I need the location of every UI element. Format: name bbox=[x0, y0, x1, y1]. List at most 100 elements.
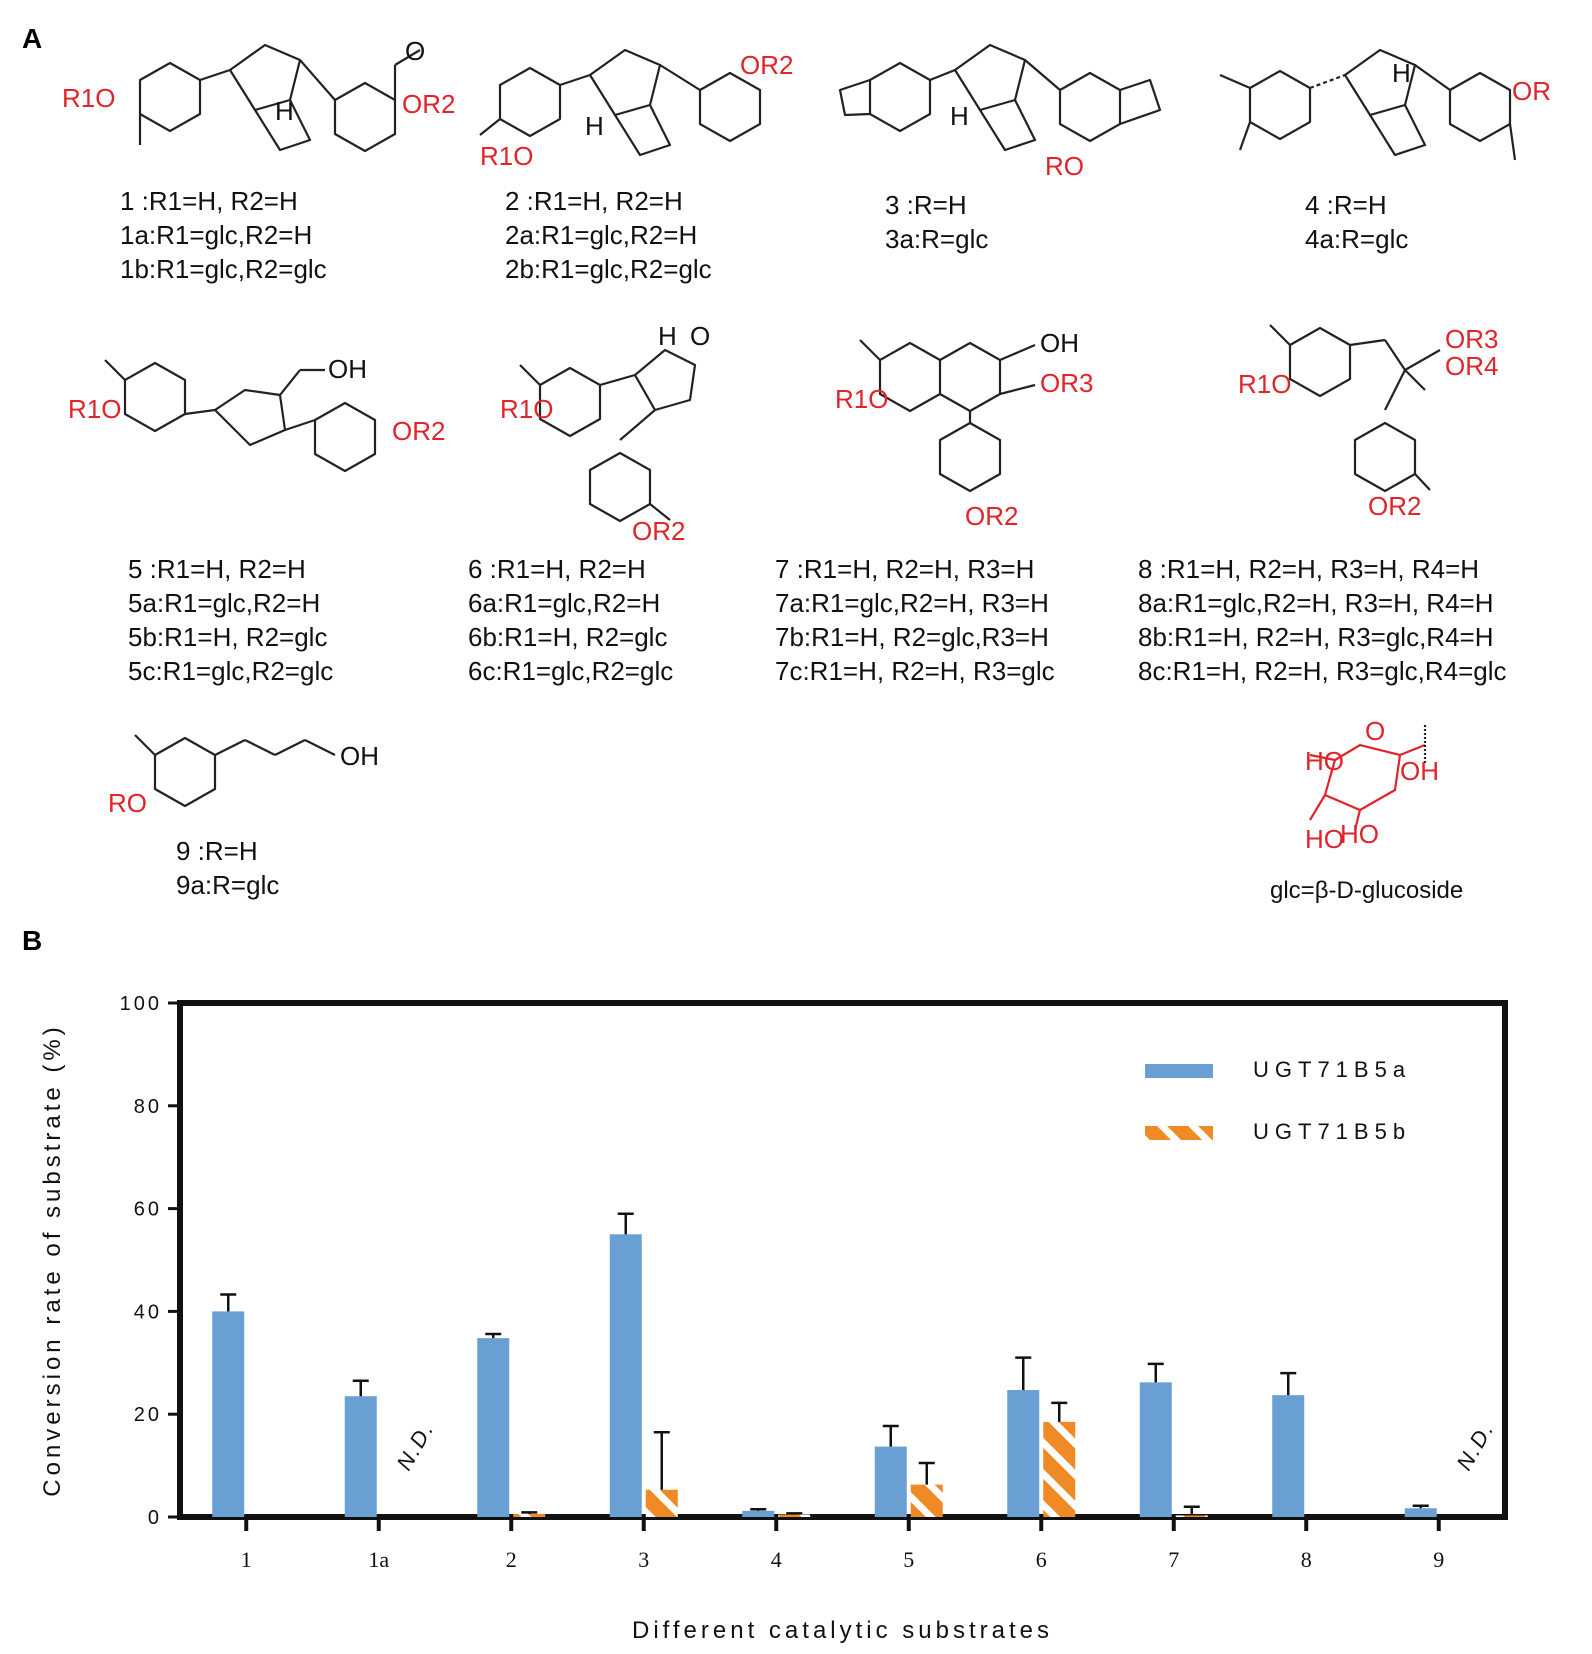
sub-label-r1o: R1O bbox=[68, 394, 121, 424]
panel-label-b: B bbox=[22, 925, 42, 956]
structure-1-caption-3: 1b:R1=glc,R2=glc bbox=[120, 254, 327, 284]
nd-annotation: N.D. bbox=[1451, 1417, 1499, 1475]
structure-5-caption-2: 5a:R1=glc,R2=H bbox=[128, 588, 320, 618]
sub-label-oh: OH bbox=[328, 354, 367, 384]
sub-label-or2: OR2 bbox=[392, 416, 445, 446]
structure-5-caption-4: 5c:R1=glc,R2=glc bbox=[128, 656, 333, 686]
bar-ugt71b5a bbox=[1404, 1508, 1437, 1517]
x-tick-label: 8 bbox=[1301, 1547, 1312, 1572]
structure-1-caption-1: 1 :R1=H, R2=H bbox=[120, 186, 298, 216]
structure-8-caption-1: 8 :R1=H, R2=H, R3=H, R4=H bbox=[1138, 554, 1479, 584]
bar-ugt71b5a bbox=[742, 1510, 775, 1517]
structure-8: R1O OR2 OR3 OR4 bbox=[1238, 324, 1498, 521]
sub-label-or2: OR2 bbox=[1368, 491, 1421, 521]
bar-ugt71b5b bbox=[1175, 1515, 1208, 1517]
bar-ugt71b5b bbox=[910, 1484, 943, 1517]
structure-2-caption-1: 2 :R1=H, R2=H bbox=[505, 186, 683, 216]
x-tick-label: 7 bbox=[1168, 1547, 1179, 1572]
structure-6: O R1O OR2 H bbox=[500, 321, 710, 546]
sub-label-or: OR bbox=[1512, 76, 1551, 106]
y-tick-label: 60 bbox=[134, 1199, 162, 1221]
x-axis-title: Different catalytic substrates bbox=[632, 1617, 1053, 1644]
structure-3-caption-1: 3 :R=H bbox=[885, 190, 967, 220]
structure-5: R1O OR2 OH bbox=[68, 354, 445, 473]
glc-ho-label-2: HO bbox=[1305, 824, 1344, 854]
structure-9-caption-2: 9a:R=glc bbox=[176, 870, 279, 900]
sub-label-oh: OH bbox=[340, 741, 379, 771]
h-label: H bbox=[585, 111, 604, 141]
sub-label-or3: OR3 bbox=[1040, 368, 1093, 398]
h-label: H bbox=[950, 101, 969, 131]
sub-label-r1o: R1O bbox=[500, 394, 553, 424]
sub-label-or2: OR2 bbox=[740, 50, 793, 80]
glucoside-structure: O HO OH HO HO bbox=[1305, 716, 1439, 854]
structure-4-caption-2: 4a:R=glc bbox=[1305, 224, 1408, 254]
structure-9: OH RO bbox=[108, 734, 379, 818]
glc-o-label: O bbox=[1365, 716, 1385, 746]
bar-ugt71b5a bbox=[874, 1446, 907, 1517]
structure-3: RO H bbox=[838, 43, 1162, 181]
sub-label-r1o: R1O bbox=[835, 384, 888, 414]
structure-4: OR H bbox=[1219, 48, 1551, 161]
structure-7-caption-1: 7 :R1=H, R2=H, R3=H bbox=[775, 554, 1034, 584]
sub-label-or3: OR3 bbox=[1445, 324, 1498, 354]
sub-label-h: H bbox=[658, 321, 677, 351]
x-tick-label: 2 bbox=[506, 1547, 517, 1572]
y-tick-label: 80 bbox=[134, 1096, 162, 1118]
structure-7: R1O OR2 OR3 OH bbox=[835, 328, 1093, 531]
x-tick-label: 1a bbox=[368, 1547, 389, 1572]
sub-label-or2: OR2 bbox=[965, 501, 1018, 531]
bar-ugt71b5a bbox=[1007, 1390, 1040, 1517]
structure-1-caption-2: 1a:R1=glc,R2=H bbox=[120, 220, 312, 250]
structure-3-caption-2: 3a:R=glc bbox=[885, 224, 988, 254]
structure-1: O R1O OR2 H bbox=[62, 36, 455, 153]
structure-2-caption-2: 2a:R1=glc,R2=H bbox=[505, 220, 697, 250]
x-tick-label: 6 bbox=[1036, 1547, 1047, 1572]
glucoside-caption: glc=β-D-glucoside bbox=[1270, 877, 1463, 904]
structure-8-caption-4: 8c:R1=H, R2=H, R3=glc,R4=glc bbox=[1138, 656, 1507, 686]
structure-5-caption-3: 5b:R1=H, R2=glc bbox=[128, 622, 327, 652]
structure-7-caption-2: 7a:R1=glc,R2=H, R3=H bbox=[775, 588, 1049, 618]
x-tick-label: 5 bbox=[903, 1547, 914, 1572]
x-tick-label: 4 bbox=[771, 1547, 782, 1572]
bar-ugt71b5a bbox=[212, 1311, 245, 1517]
structure-7-caption-4: 7c:R1=H, R2=H, R3=glc bbox=[775, 656, 1055, 686]
y-axis-title: Conversion rate of substrate (%) bbox=[39, 1023, 66, 1496]
structure-7-caption-3: 7b:R1=H, R2=glc,R3=H bbox=[775, 622, 1049, 652]
sub-label-ro: RO bbox=[108, 788, 147, 818]
structure-9-caption-1: 9 :R=H bbox=[176, 836, 258, 866]
sub-label-r1o: R1O bbox=[62, 83, 115, 113]
bar-ugt71b5a bbox=[344, 1396, 377, 1517]
sub-label-ro: RO bbox=[1045, 151, 1084, 181]
bar-ugt71b5a bbox=[1139, 1382, 1172, 1517]
y-tick-label: 40 bbox=[134, 1301, 162, 1323]
structure-6-caption-3: 6b:R1=H, R2=glc bbox=[468, 622, 667, 652]
bar-ugt71b5b bbox=[645, 1489, 678, 1517]
nd-annotation: N.D. bbox=[391, 1417, 439, 1475]
structure-5-caption-1: 5 :R1=H, R2=H bbox=[128, 554, 306, 584]
x-tick-label: 9 bbox=[1433, 1547, 1444, 1572]
structure-4-caption-1: 4 :R=H bbox=[1305, 190, 1387, 220]
legend-label-ugt71b5a: UGT71B5a bbox=[1253, 1057, 1411, 1082]
bar-ugt71b5b bbox=[1043, 1421, 1076, 1517]
glc-ho-label-3: HO bbox=[1340, 819, 1379, 849]
structure-8-caption-2: 8a:R1=glc,R2=H, R3=H, R4=H bbox=[1138, 588, 1494, 618]
sub-label-r1o: R1O bbox=[1238, 369, 1291, 399]
x-tick-label: 1 bbox=[241, 1547, 252, 1572]
structure-6-caption-4: 6c:R1=glc,R2=glc bbox=[468, 656, 673, 686]
legend-swatch-ugt71b5a bbox=[1145, 1064, 1213, 1078]
sub-label-oh: OH bbox=[1040, 328, 1079, 358]
structure-8-caption-3: 8b:R1=H, R2=H, R3=glc,R4=H bbox=[1138, 622, 1494, 652]
bar-ugt71b5b bbox=[513, 1513, 546, 1517]
sub-label-o: O bbox=[690, 321, 710, 351]
structure-6-caption-1: 6 :R1=H, R2=H bbox=[468, 554, 646, 584]
structure-6-caption-2: 6a:R1=glc,R2=H bbox=[468, 588, 660, 618]
bar-ugt71b5a bbox=[1272, 1395, 1305, 1517]
sub-label-r1o: R1O bbox=[480, 141, 533, 171]
legend-swatch-ugt71b5b bbox=[1145, 1126, 1213, 1140]
panel-label-a: A bbox=[22, 23, 42, 54]
sub-o: O bbox=[405, 36, 425, 66]
y-tick-label: 100 bbox=[120, 993, 162, 1015]
